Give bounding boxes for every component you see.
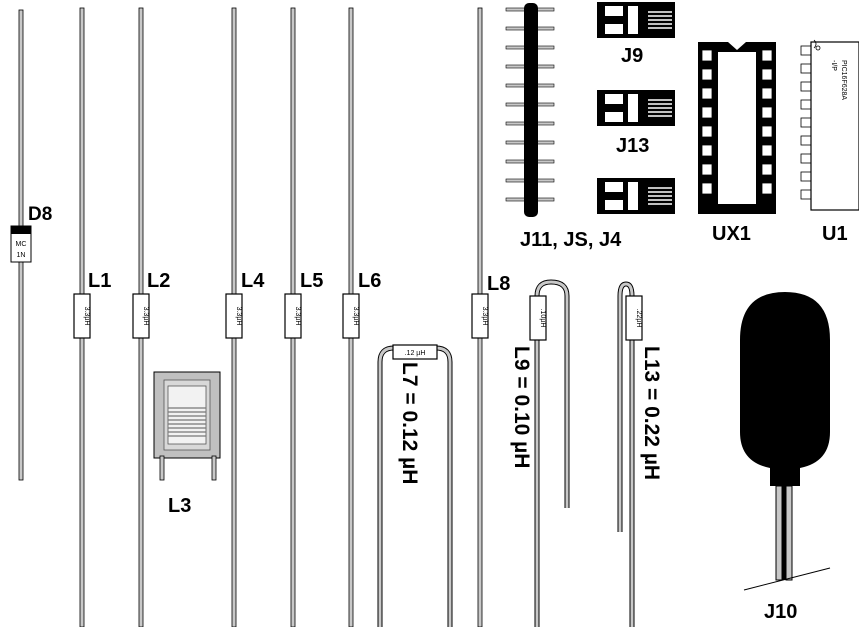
d8-marking-top: MC <box>16 241 27 248</box>
l6-marking: 3.3µH <box>352 307 359 326</box>
label-l8: L8 <box>487 273 510 295</box>
inductor-l3[interactable] <box>153 371 221 481</box>
jumper-j13[interactable] <box>597 90 675 126</box>
l7-marking: .12 µH <box>405 350 426 357</box>
l2-marking: 3.3µH <box>142 307 149 326</box>
inductor-l2[interactable]: 3.3µH <box>132 7 150 627</box>
inductor-l8[interactable]: 3.3µH <box>471 7 489 627</box>
label-j13: J13 <box>616 135 649 157</box>
label-l5: L5 <box>300 270 323 292</box>
label-l1: L1 <box>88 270 111 292</box>
inductor-l5[interactable]: 3.3µH <box>284 7 302 627</box>
jumper-j9[interactable] <box>597 2 675 38</box>
l4-marking: 3.3µH <box>235 307 242 326</box>
label-j10: J10 <box>764 601 797 623</box>
label-l9: L9 = 0.10 µH <box>510 346 533 468</box>
label-u1: U1 <box>822 223 848 245</box>
label-l6: L6 <box>358 270 381 292</box>
l5-marking: 3.3µH <box>294 307 301 326</box>
label-l7: L7 = 0.12 µH <box>398 362 421 484</box>
pin-header-j11[interactable] <box>505 3 555 217</box>
connector-j10[interactable] <box>740 292 831 591</box>
u1-marking-part: PIC16F628A <box>840 60 847 100</box>
u1-marking-suffix: -I/P <box>830 60 837 71</box>
l1-marking: 3.3µH <box>83 307 90 326</box>
l13-marking: .22µH <box>635 309 642 328</box>
inductor-l4[interactable]: 3.3µH <box>225 7 243 627</box>
inductor-l7[interactable]: .12 µH <box>377 344 453 627</box>
jumper-j4[interactable] <box>597 178 675 214</box>
d8-marking-bottom: 1N <box>17 252 26 259</box>
diode-d8[interactable]: MC 1N <box>10 9 32 481</box>
inductor-l9[interactable]: .10µH <box>529 279 570 627</box>
label-j11: J11, JS, J4 <box>520 229 622 251</box>
label-d8: D8 <box>28 204 52 225</box>
l8-marking: 3.3µH <box>481 307 488 326</box>
inductor-l13[interactable]: .22µH <box>617 281 643 627</box>
label-j9: J9 <box>621 45 643 67</box>
label-l3: L3 <box>168 495 191 517</box>
socket-ux1[interactable] <box>698 42 776 214</box>
label-l13: L13 = 0.22 µH <box>640 346 663 480</box>
label-ux1: UX1 <box>712 223 751 245</box>
ic-u1[interactable]: PIC16F628A -I/P <box>800 39 859 211</box>
label-l4: L4 <box>241 270 265 292</box>
label-l2: L2 <box>147 270 170 292</box>
l9-marking: .10µH <box>539 309 546 328</box>
inductor-l1[interactable]: 3.3µH <box>73 7 91 627</box>
inductor-l6[interactable]: 3.3µH <box>342 7 360 627</box>
